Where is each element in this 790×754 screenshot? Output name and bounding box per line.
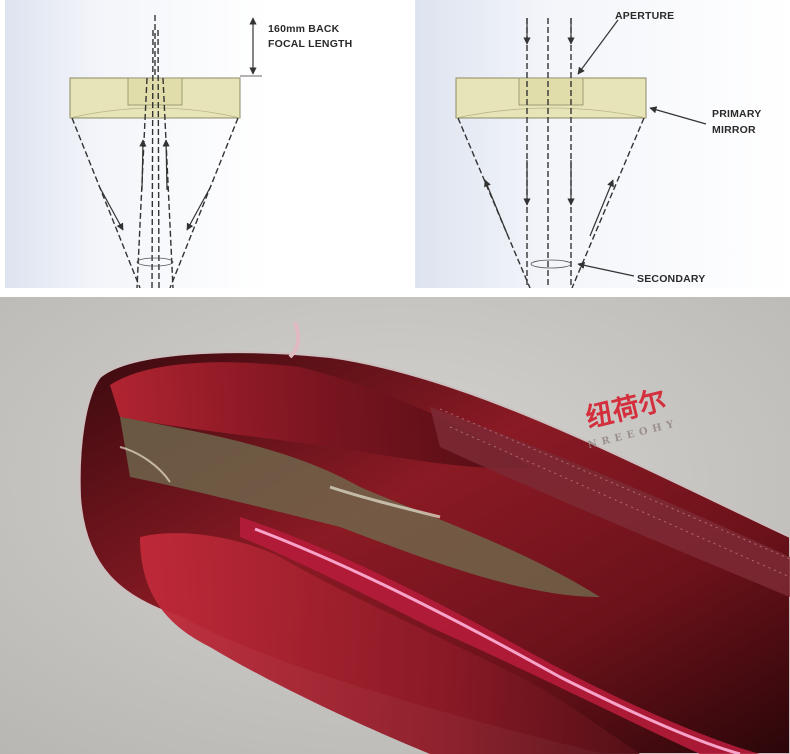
right-secondary-mirror <box>530 259 572 269</box>
microscope-photo: 纽荷尔 NREEOHY <box>0 297 790 754</box>
left-ray-lines <box>71 15 239 288</box>
right-panel: APERTURE PRIMARY MIRROR SECONDARY <box>415 0 790 288</box>
left-primary-mirror <box>69 77 241 119</box>
left-secondary-mirror <box>136 257 174 267</box>
back-focal-length-label-line1: 160mm BACK <box>268 23 340 35</box>
specimen-fiber <box>288 321 301 359</box>
red-specimen <box>78 321 790 754</box>
right-leader-lines <box>577 19 707 277</box>
back-focal-length-label-line2: FOCAL LENGTH <box>268 38 352 50</box>
left-panel-background <box>5 0 270 288</box>
right-panel-background <box>415 0 790 288</box>
optical-diagram: 160mm BACK FOCAL LENGTH <box>5 0 790 288</box>
right-primary-mirror <box>455 77 647 119</box>
back-focal-length-dimension <box>240 17 262 77</box>
aperture-label: APERTURE <box>615 10 674 22</box>
secondary-mirror-label: SECONDARY <box>637 273 706 285</box>
left-ray-arrows <box>98 139 212 231</box>
left-panel: 160mm BACK FOCAL LENGTH <box>5 0 352 288</box>
right-ray-lines <box>457 18 645 288</box>
primary-mirror-label-line1: PRIMARY <box>712 108 761 120</box>
right-ray-arrows <box>484 18 614 237</box>
primary-mirror-label-line2: MIRROR <box>712 124 756 136</box>
